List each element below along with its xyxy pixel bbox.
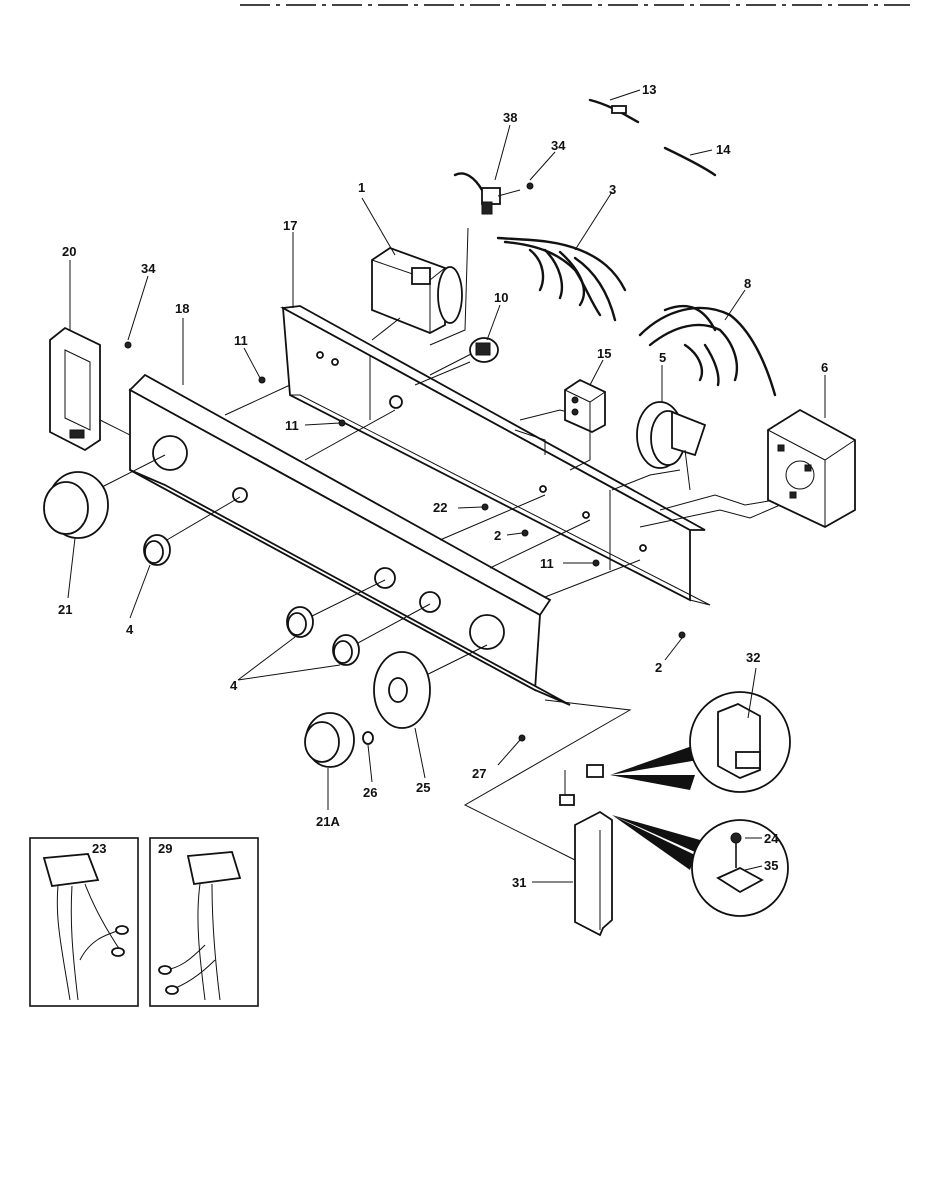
label-13: 13 — [642, 82, 656, 97]
label-21a: 21A — [316, 814, 340, 829]
thermostat-38 — [453, 172, 521, 215]
label-2-right: 2 — [655, 660, 662, 675]
label-26: 26 — [363, 785, 377, 800]
rocker-switch — [564, 378, 606, 434]
large-knob-21 — [43, 471, 109, 539]
label-24: 24 — [764, 831, 779, 846]
push-switch — [469, 337, 499, 363]
label-25: 25 — [416, 780, 430, 795]
label-22: 22 — [433, 500, 447, 515]
inset-harness-29 — [149, 837, 259, 1007]
jumper-wires — [588, 98, 717, 177]
label-38: 38 — [503, 110, 517, 125]
selector-switch-box — [767, 408, 856, 529]
knob-21a — [304, 712, 355, 768]
label-3: 3 — [609, 182, 616, 197]
rear-bracket — [280, 305, 711, 606]
label-6: 6 — [821, 360, 828, 375]
button-4-left — [143, 534, 171, 566]
left-end-cap — [49, 326, 101, 452]
label-11-mid: 11 — [285, 418, 299, 433]
label-11-top: 11 — [234, 333, 248, 348]
clip-26 — [362, 731, 374, 745]
button-4-center-b — [332, 634, 360, 666]
label-4-left: 4 — [126, 622, 134, 637]
label-15: 15 — [597, 346, 611, 361]
console-panel — [128, 373, 571, 706]
label-1: 1 — [358, 180, 365, 195]
timer — [371, 246, 463, 341]
label-27: 27 — [472, 766, 486, 781]
dial-skirt-25 — [373, 651, 431, 729]
label-35: 35 — [764, 858, 778, 873]
label-17: 17 — [283, 218, 297, 233]
label-23: 23 — [92, 841, 106, 856]
label-8: 8 — [744, 276, 751, 291]
label-2-mid: 2 — [494, 528, 501, 543]
label-31: 31 — [512, 875, 526, 890]
right-end-cap — [559, 764, 613, 937]
label-32: 32 — [746, 650, 760, 665]
wire-harness-3 — [496, 236, 627, 322]
label-20: 20 — [62, 244, 76, 259]
label-14: 14 — [716, 142, 731, 157]
label-18: 18 — [175, 301, 189, 316]
label-10: 10 — [494, 290, 508, 305]
wire-harness-8 — [638, 304, 777, 397]
water-level-switch — [636, 401, 707, 491]
inset-harness-23 — [29, 837, 139, 1007]
label-5: 5 — [659, 350, 666, 365]
part-labels: 1 17 20 34 18 11 11 38 34 13 14 3 10 8 1… — [58, 82, 828, 890]
detail-callout-35 — [612, 815, 789, 917]
detail-callout-32 — [610, 691, 791, 793]
assembly-lines — [99, 227, 781, 861]
label-34-left: 34 — [141, 261, 156, 276]
label-21: 21 — [58, 602, 72, 617]
label-29: 29 — [158, 841, 172, 856]
label-4-center: 4 — [230, 678, 238, 693]
leader-lines — [67, 89, 826, 883]
screws — [124, 182, 686, 742]
label-11-right: 11 — [540, 556, 554, 571]
button-4-center-a — [286, 606, 314, 638]
label-34-top: 34 — [551, 138, 566, 153]
